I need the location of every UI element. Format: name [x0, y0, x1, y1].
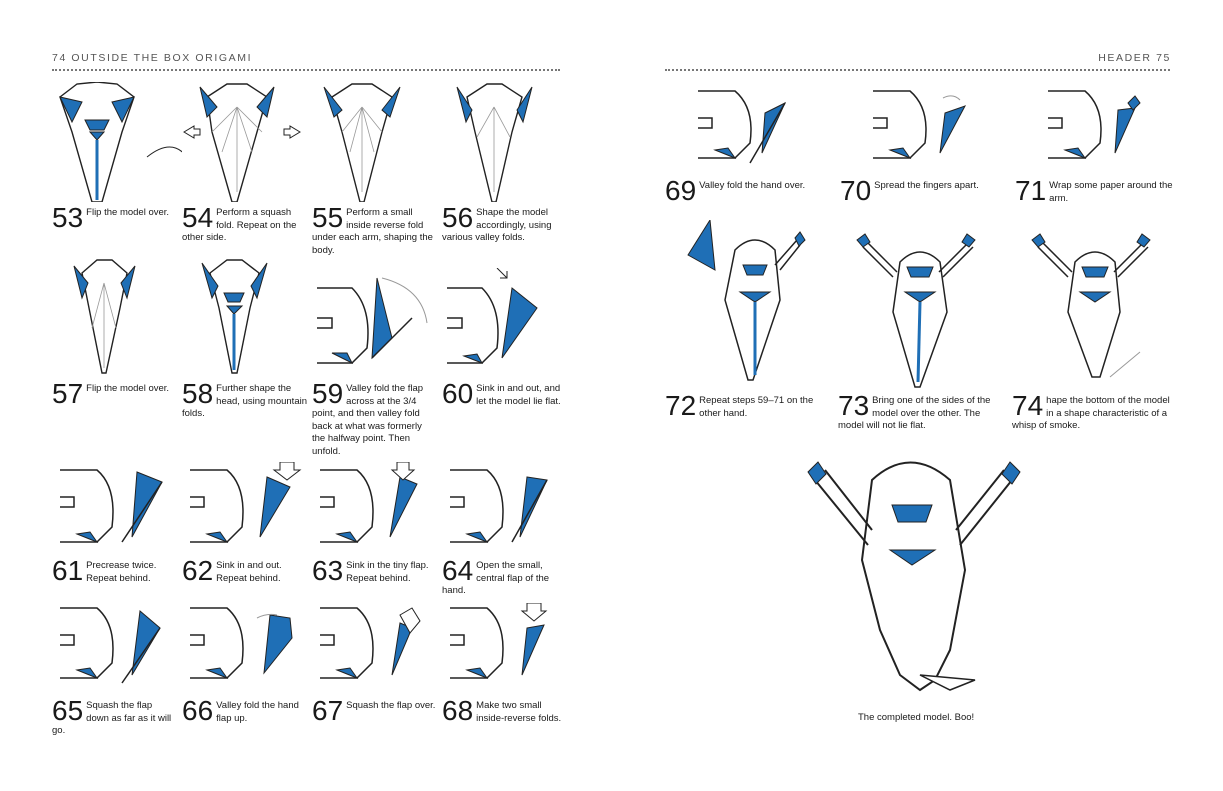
step-60-diagram — [442, 268, 577, 378]
step-65-diagram — [52, 603, 187, 693]
completed-model-caption: The completed model. Boo! — [858, 712, 975, 723]
step-74-diagram — [1030, 232, 1190, 392]
step-63-diagram — [312, 462, 447, 557]
step-69-diagram — [690, 88, 825, 173]
step-57-diagram — [52, 258, 187, 378]
right-page-header: HEADER 75 — [1098, 52, 1171, 64]
step-71-diagram — [1040, 88, 1175, 173]
step-72-diagram — [685, 220, 845, 385]
step-62-diagram — [182, 462, 317, 557]
step-54-diagram — [182, 82, 317, 202]
step-55-diagram — [312, 82, 447, 202]
right-header-rule — [665, 69, 1170, 71]
step-53-diagram — [52, 82, 187, 202]
step-73-diagram — [855, 232, 1015, 392]
step-68-diagram — [442, 603, 577, 693]
step-64-diagram — [442, 462, 577, 557]
completed-model-diagram — [800, 450, 1040, 700]
step-70-diagram — [865, 88, 1000, 173]
step-61-diagram — [52, 462, 187, 557]
step-67-diagram — [312, 603, 447, 693]
left-header-rule — [52, 69, 560, 71]
step-59-diagram — [312, 268, 447, 378]
left-page-header: 74 OUTSIDE THE BOX ORIGAMI — [52, 52, 253, 64]
step-58-diagram — [182, 258, 317, 378]
step-66-diagram — [182, 603, 317, 693]
step-56-diagram — [442, 82, 577, 202]
